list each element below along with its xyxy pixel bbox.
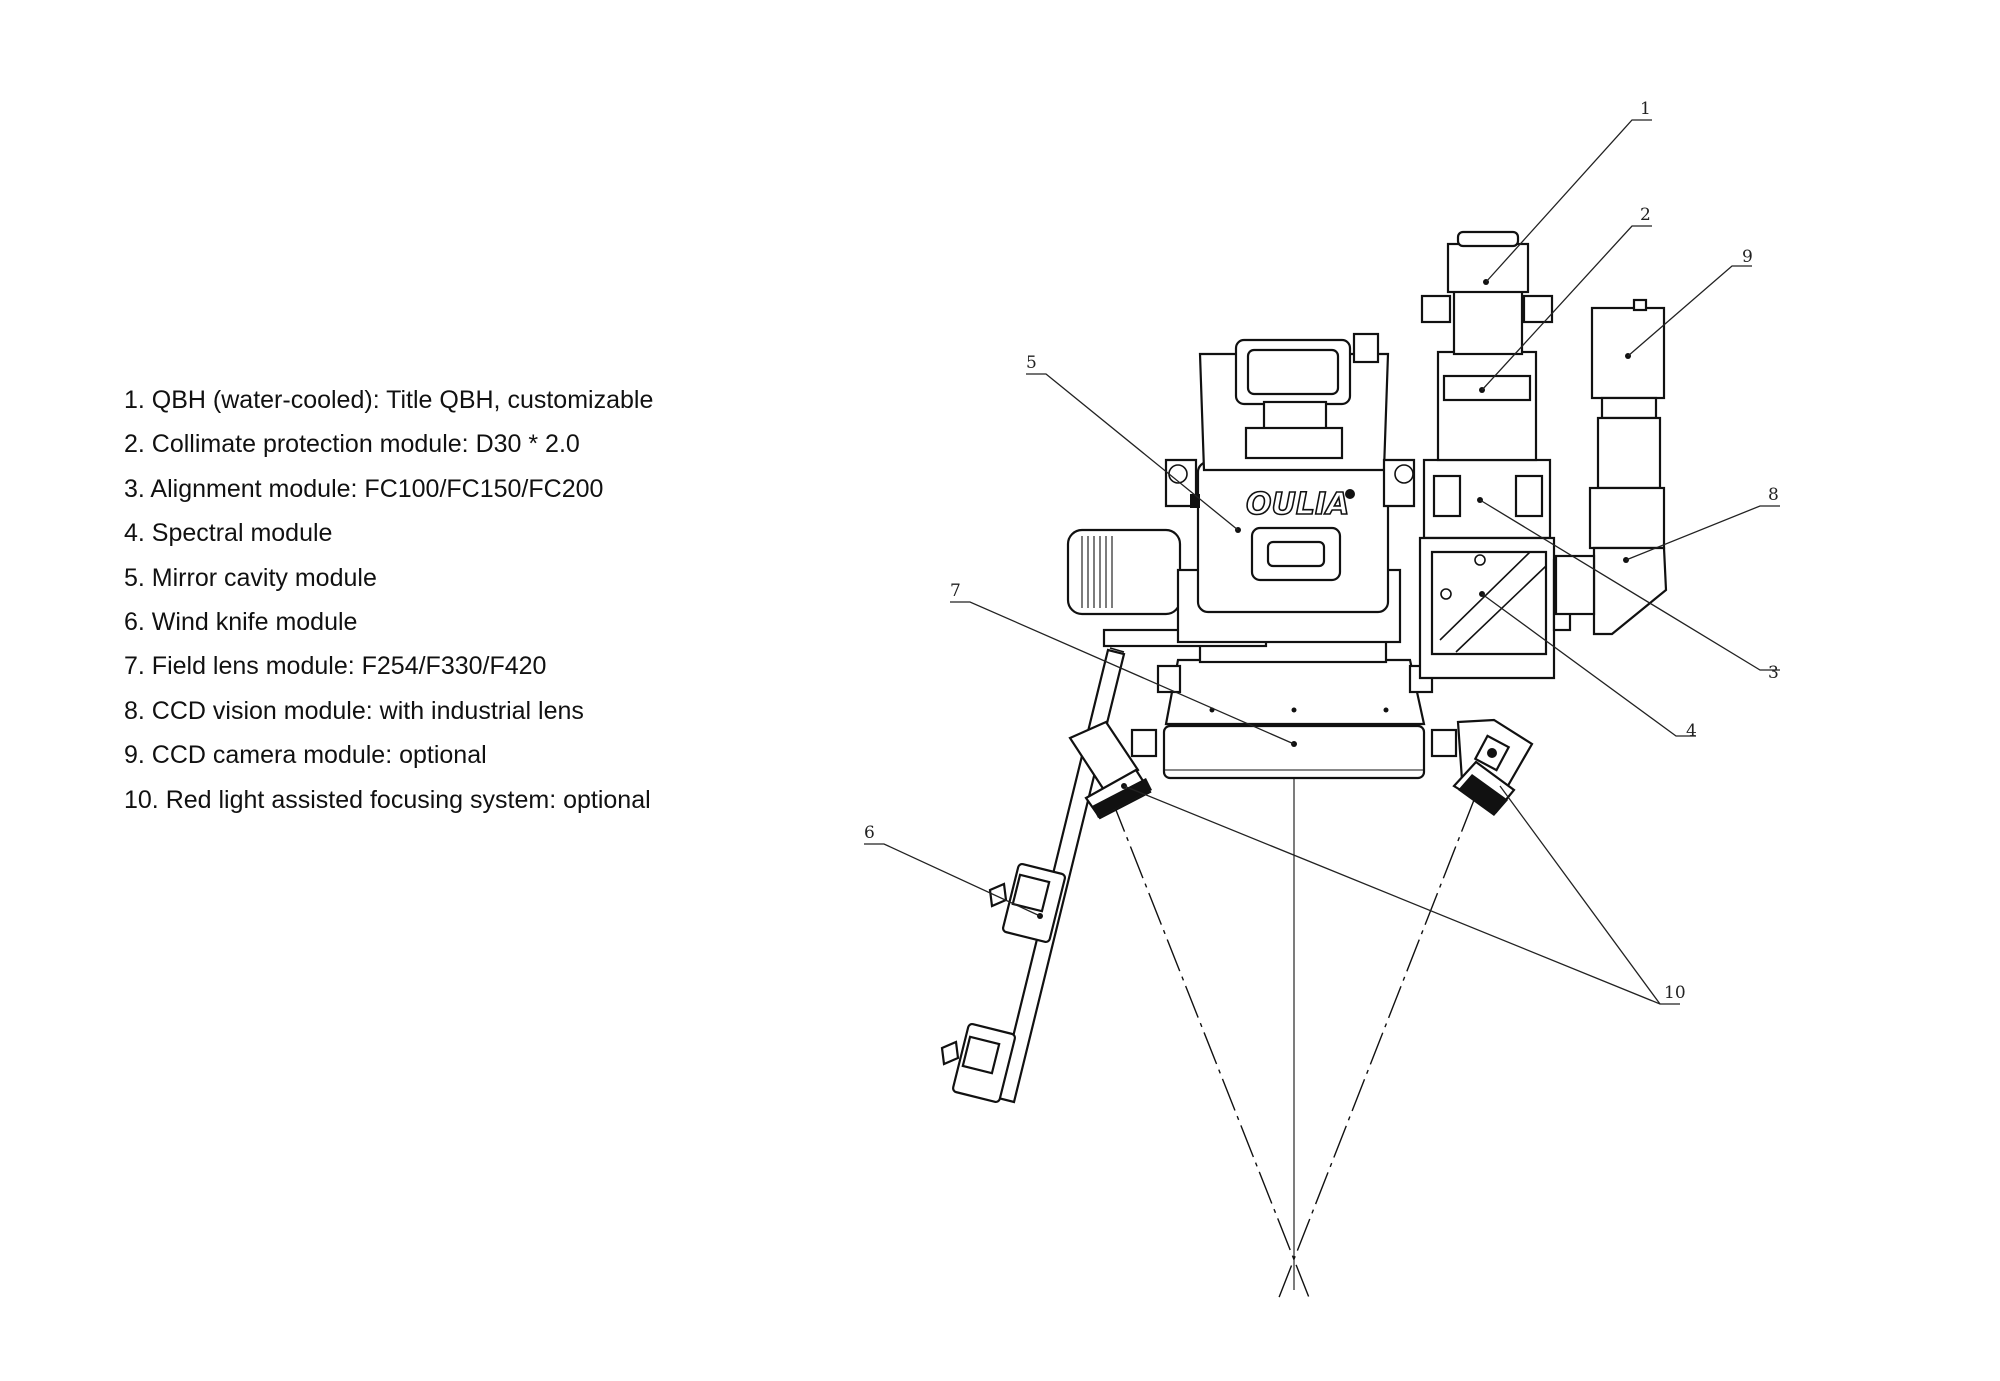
base-point-mid [1291, 707, 1297, 713]
ccd-vision-module [1554, 396, 1668, 636]
leader-2 [1481, 225, 1652, 391]
qbh-body [1452, 288, 1524, 356]
base-plate [1102, 628, 1434, 726]
red-light-left-knurl [1092, 778, 1152, 818]
left-red-light-beam [1111, 799, 1311, 1301]
ccd-mount [1588, 486, 1666, 550]
callout-labels: 1 2 3 4 5 6 7 8 9 10 [864, 99, 1779, 1003]
alignment-clamp-right [1514, 474, 1544, 518]
nozzle-lower-window [961, 1035, 1001, 1075]
field-lens-clamp-left [1130, 728, 1158, 758]
field-lens-module [1130, 724, 1458, 780]
collimate-band [1442, 374, 1532, 402]
leader-10b [1499, 785, 1661, 1005]
spectral-screw-a [1474, 554, 1486, 566]
callout-9: 9 [1742, 247, 1753, 267]
red-light-left-housing [1068, 720, 1140, 792]
base-screw-left [1156, 664, 1182, 694]
mirror-cavity-bolt-right [1394, 464, 1414, 484]
component-legend: 1. QBH (water-cooled): Title QBH, custom… [124, 378, 653, 822]
qbh-fitting-left [1420, 294, 1452, 324]
red-light-left [1068, 720, 1152, 820]
spectral-mirror-edge-b [1455, 565, 1547, 653]
nozzle-upper-window [1011, 873, 1051, 913]
legend-item-qbh: 1. QBH (water-cooled): Title QBH, custom… [124, 386, 654, 414]
wind-knife-bracket [1109, 647, 1125, 653]
galvo-motor-body [1066, 528, 1182, 616]
legend-item-mirror-cavity: 5. Mirror cavity module [124, 563, 377, 592]
wind-knife-module [940, 647, 1126, 1104]
ccd-lens-knurl [1600, 396, 1658, 420]
callout-4: 4 [1686, 721, 1697, 741]
leader-3 [1479, 499, 1780, 671]
ccd-camera-module [1590, 298, 1666, 400]
connector-stem [1262, 400, 1328, 432]
mirror-cavity-tab [1190, 494, 1200, 508]
connector-plug [1246, 348, 1340, 396]
nozzle-lower-wing [940, 1040, 960, 1066]
field-lens-clamp-right [1430, 728, 1458, 758]
legend-item-field-lens: 7. Field lens module: F254/F330/F420 [124, 652, 547, 681]
legend-item-red-light: 10. Red light assisted focusing system: … [124, 785, 651, 814]
connector-fitting [1352, 332, 1380, 364]
callout-10: 10 [1664, 983, 1686, 1003]
qbh-fitting-right [1522, 294, 1554, 324]
galvo-motor [1066, 528, 1182, 616]
callout-8: 8 [1768, 485, 1779, 505]
legend-item-collimate-protection: 2. Collimate protection module: D30 * 2.… [124, 430, 580, 459]
connector-base [1244, 426, 1344, 460]
legend-item-ccd-camera: 9. CCD camera module: optional [124, 741, 487, 770]
legend-item-spectral: 4. Spectral module [124, 519, 333, 548]
leader-9 [1627, 265, 1752, 357]
alignment-clamp-left [1432, 474, 1462, 518]
collimate-protection-module [1436, 350, 1538, 462]
spectral-frame [1430, 550, 1548, 656]
ccd-camera-connector [1632, 298, 1648, 312]
leader-lines [864, 119, 1780, 1005]
top-connector [1234, 332, 1380, 460]
legend-item-wind-knife: 6. Wind knife module [124, 608, 358, 637]
leader-1 [1485, 119, 1652, 283]
leader-5 [1026, 373, 1239, 531]
red-light-right-dot [1487, 748, 1497, 758]
callout-7: 7 [950, 581, 961, 601]
field-lens-housing [1162, 724, 1426, 780]
legend-item-alignment: 3. Alignment module: FC100/FC150/FC200 [124, 474, 604, 503]
leader-8 [1625, 505, 1780, 561]
callout-5: 5 [1026, 353, 1037, 373]
nozzle-upper-wing [988, 882, 1008, 908]
qbh-module [1420, 230, 1554, 356]
red-light-right [1452, 718, 1534, 816]
ouya-logo: OULIA [1246, 487, 1349, 522]
leader-10a [1123, 785, 1680, 1005]
ccd-adapter [1554, 554, 1596, 616]
callout-2: 2 [1640, 205, 1651, 225]
wind-knife-nozzle-lower [940, 1022, 1017, 1104]
leader-4 [1481, 593, 1696, 737]
ccd-lens-barrel [1596, 416, 1662, 490]
alignment-spectral-block [1418, 458, 1572, 680]
collimate-body [1436, 350, 1538, 462]
logo-dot [1345, 489, 1355, 499]
mirror-cavity-side-right [1382, 458, 1416, 508]
mirror-cavity-window-inner [1266, 540, 1326, 568]
galvo-motor-fins [1081, 536, 1113, 608]
legend-item-ccd-vision: 8. CCD vision module: with industrial le… [124, 696, 584, 725]
callout-1: 1 [1640, 99, 1651, 119]
callout-6: 6 [864, 823, 875, 843]
right-red-light-beam [1277, 799, 1475, 1301]
qbh-head [1446, 242, 1530, 294]
base-flange [1164, 658, 1426, 726]
base-point-right [1383, 707, 1389, 713]
callout-3: 3 [1768, 663, 1779, 683]
wind-knife-nozzle-upper [988, 862, 1067, 944]
qbh-cap [1456, 230, 1520, 248]
leader-7 [950, 601, 1295, 745]
leader-6 [864, 843, 1041, 917]
focus-beam-lines [1111, 740, 1475, 1301]
red-light-right-knurl [1458, 774, 1508, 816]
spectral-screw-b [1440, 588, 1452, 600]
